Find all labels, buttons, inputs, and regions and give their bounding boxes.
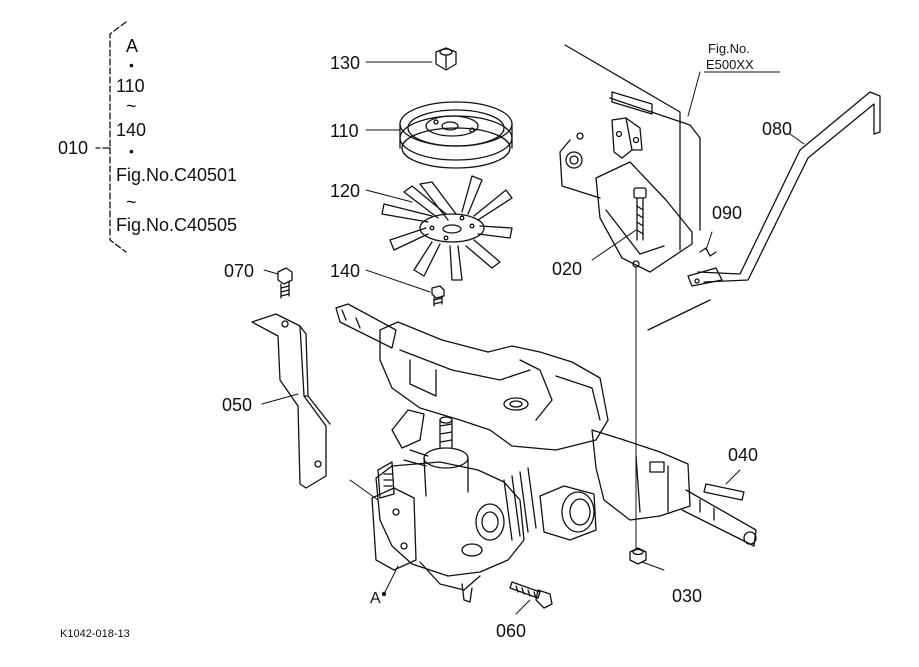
- group-item-tilde-1: ~: [126, 96, 137, 116]
- bullet-dots: [381, 591, 387, 597]
- group-item-bullet-1: •: [129, 57, 134, 73]
- part-label-090: 090: [712, 203, 743, 223]
- group-item-140: 140: [116, 120, 147, 140]
- part-label-130: 130: [330, 53, 361, 73]
- part-label-010: 010: [58, 138, 89, 158]
- fan-120: [381, 175, 513, 281]
- figure-code: K1042-018-13: [60, 628, 130, 640]
- part-label-140: 140: [330, 261, 361, 281]
- group-item-bullet-2: •: [129, 143, 134, 159]
- part-label-020: 020: [552, 259, 583, 279]
- part-label-120: 120: [330, 181, 361, 201]
- nut-030: [629, 547, 647, 565]
- leader-lines: [261, 61, 805, 615]
- nut-130: [435, 47, 457, 71]
- part-label-030: 030: [672, 586, 703, 606]
- frame-outline: [559, 44, 711, 331]
- bolt-070: [277, 267, 293, 299]
- group-item-fig-c40501: Fig.No.C40501: [116, 165, 238, 185]
- group-item-tilde-2: ~: [126, 192, 137, 212]
- marker-a-label: A: [370, 590, 381, 607]
- bolt-140: [431, 285, 445, 307]
- figure-ref-line1: Fig.No.: [708, 41, 750, 56]
- group-item-fig-c40505: Fig.No.C40505: [116, 215, 238, 235]
- group-item-110: 110: [116, 76, 145, 96]
- clip-090: [699, 247, 717, 257]
- part-label-040: 040: [728, 445, 759, 465]
- rod-080: [687, 91, 881, 287]
- part-label-050: 050: [222, 395, 253, 415]
- pulley-110: [399, 101, 513, 169]
- part-label-060: 060: [496, 621, 527, 641]
- group-item-a: A: [126, 36, 139, 56]
- stay-050: [251, 313, 331, 489]
- part-label-080: 080: [762, 119, 793, 139]
- bracket-020: [595, 117, 693, 273]
- transmission-010: [335, 303, 757, 603]
- marker-a-dot: [381, 591, 387, 597]
- part-label-110: 110: [330, 121, 359, 141]
- part-label-070: 070: [224, 261, 255, 281]
- bolt-060: [509, 581, 553, 609]
- figure-ref-line2: E500XX: [706, 57, 754, 72]
- group-brace: [95, 21, 127, 253]
